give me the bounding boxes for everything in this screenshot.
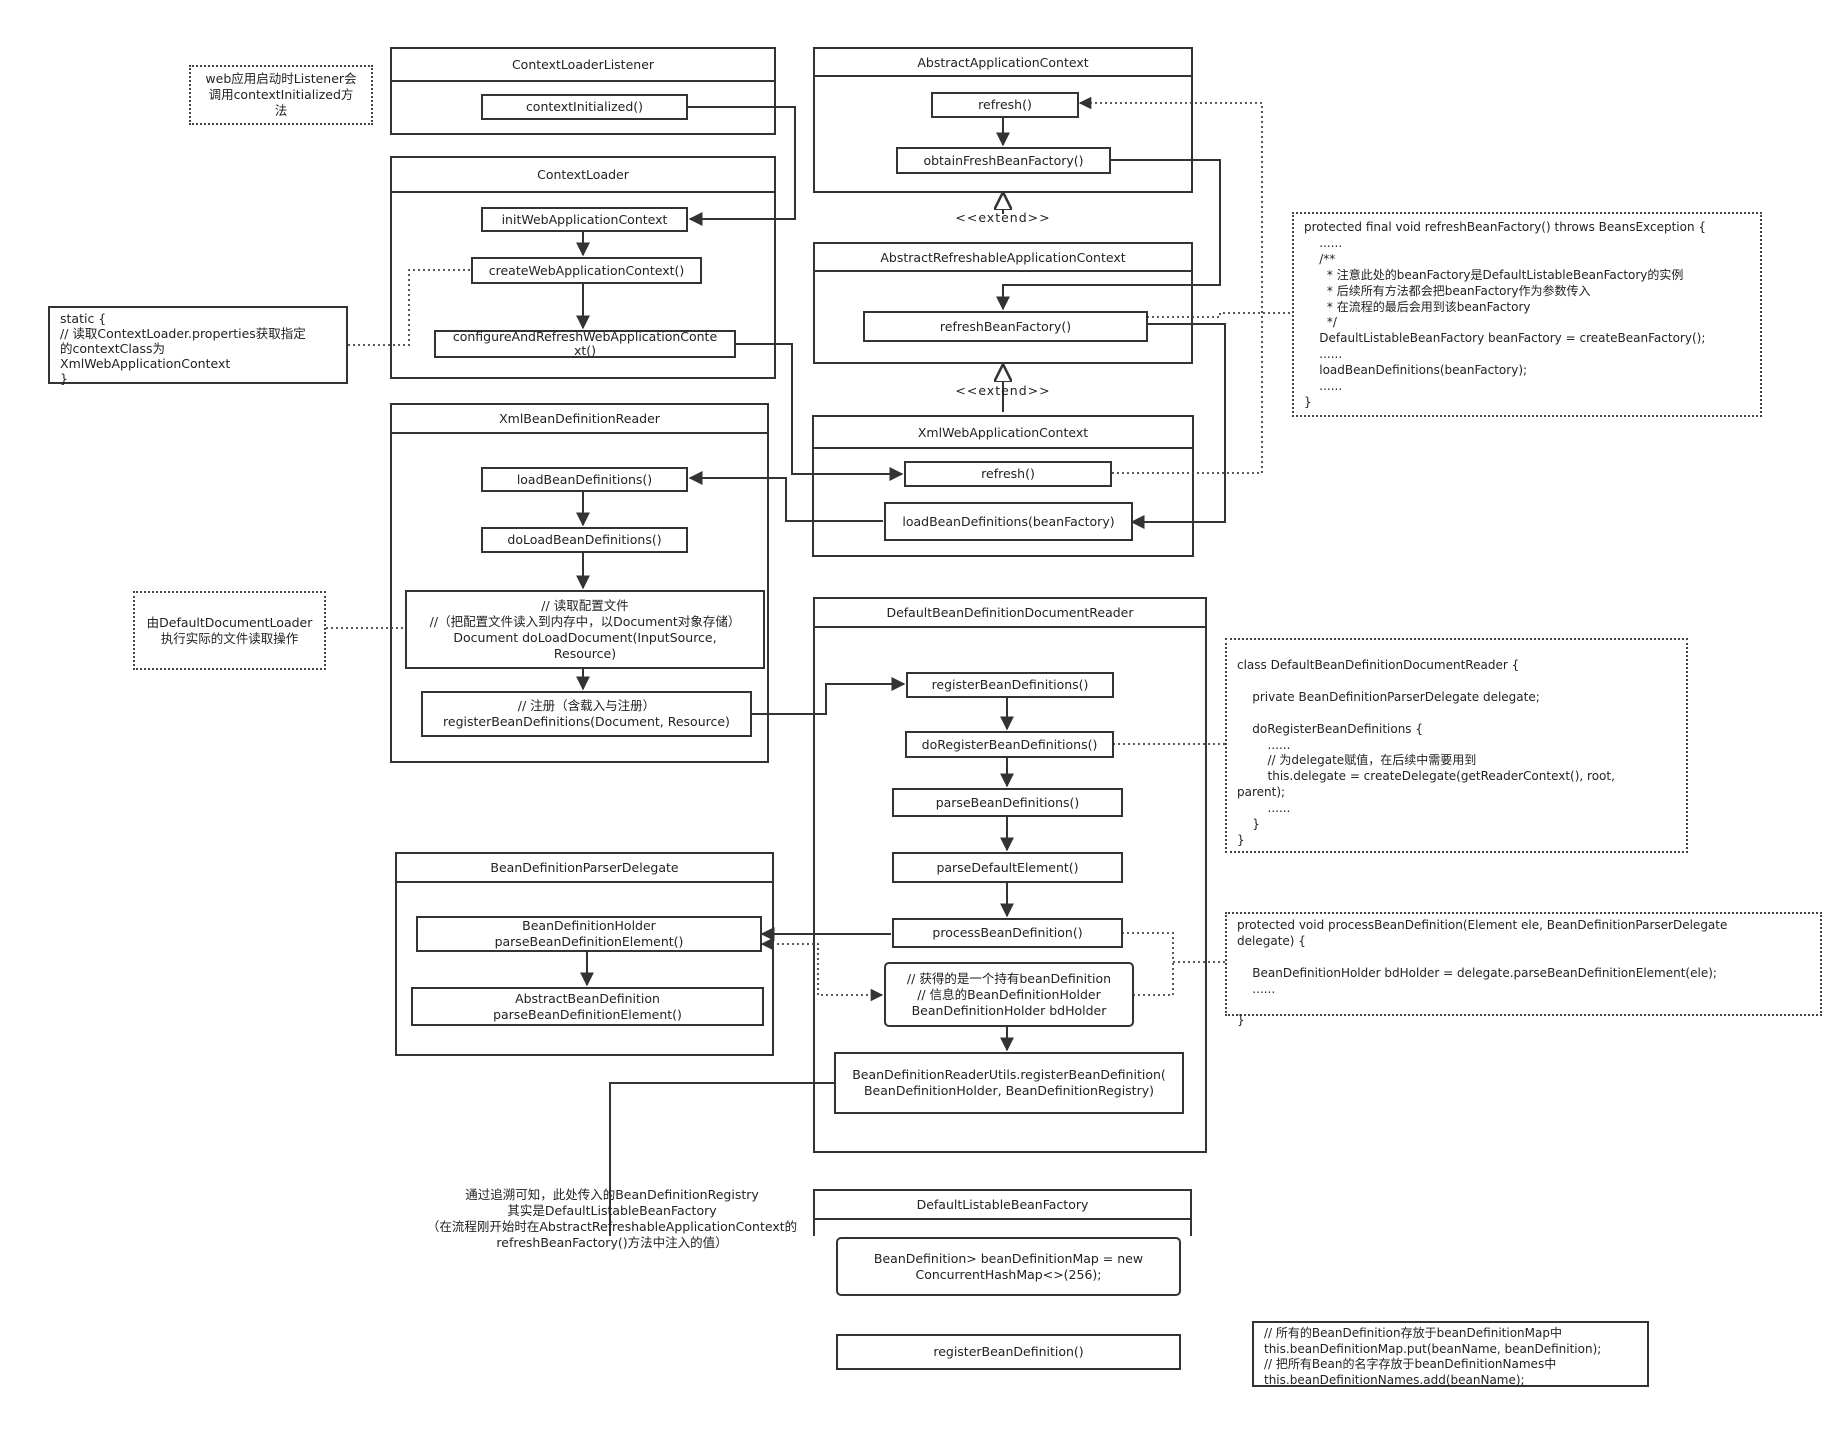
arrow-configure-to-xwac-refresh <box>735 343 904 481</box>
method-parse-bean-definition-element-abstract[interactable]: AbstractBeanDefinition parseBeanDefiniti… <box>411 987 764 1026</box>
call-arrows <box>576 106 1226 1236</box>
method-parse-default-element[interactable]: parseDefaultElement() <box>892 852 1123 883</box>
note-refresh-bean-factory-code: protected final void refreshBeanFactory(… <box>1292 212 1762 417</box>
class-title-bean-definition-parser-delegate: BeanDefinitionParserDelegate <box>490 860 679 875</box>
method-register-bean-definitions-document[interactable]: // 注册（含载入与注册） registerBeanDefinitions(Do… <box>421 691 752 737</box>
arrow-register-doc-to-register-defs <box>751 677 906 715</box>
arrow-refresh-bean-factory-to-load <box>1130 323 1226 529</box>
class-containers <box>390 47 1207 1236</box>
method-do-register-bean-definitions[interactable]: doRegisterBeanDefinitions() <box>905 731 1114 758</box>
arrow-utils-to-register-bean-definition <box>609 1082 834 1236</box>
method-configure-and-refresh[interactable]: configureAndRefreshWebApplicationConte x… <box>434 330 736 358</box>
dotted-process-to-code <box>1122 932 1225 963</box>
class-title-abstract-application-context: AbstractApplicationContext <box>917 54 1089 70</box>
method-bd-holder[interactable]: // 获得的是一个持有beanDefinition // 信息的BeanDefi… <box>884 962 1134 1027</box>
dotted-refresh-bean-factory-to-code <box>1147 312 1292 318</box>
method-load-bean-definitions[interactable]: loadBeanDefinitions() <box>481 467 688 492</box>
method-refresh-bean-factory[interactable]: refreshBeanFactory() <box>863 311 1148 342</box>
note-document-loader: 由DefaultDocumentLoader 执行实际的文件读取操作 <box>133 591 326 670</box>
method-do-load-bean-definitions[interactable]: doLoadBeanDefinitions() <box>481 527 688 553</box>
class-title-context-loader: ContextLoader <box>537 167 629 182</box>
note-static-block: static { // 读取ContextLoader.properties获取… <box>48 306 348 386</box>
class-title-context-loader-listener: ContextLoaderListener <box>511 57 655 72</box>
method-reader-utils-register[interactable]: BeanDefinitionReaderUtils.registerBeanDe… <box>834 1052 1184 1114</box>
dotted-static-to-create <box>348 269 471 346</box>
class-title-xml-web-application-context: XmlWebApplicationContext <box>917 424 1089 440</box>
field-bean-definition-map[interactable]: BeanDefinition> beanDefinitionMap = new … <box>836 1237 1181 1296</box>
method-parse-bean-definitions[interactable]: parseBeanDefinitions() <box>892 788 1123 817</box>
method-register-bean-definition[interactable]: registerBeanDefinition() <box>836 1334 1181 1370</box>
note-process-bean-definition-code: protected void processBeanDefinition(Ele… <box>1225 912 1822 1027</box>
method-create-web-application-context[interactable]: createWebApplicationContext() <box>471 257 702 284</box>
extend-label-aac: <<extend>> <box>955 210 1051 225</box>
note-registry-explanation: 通过追溯可知，此处传入的BeanDefinitionRegistry 其实是De… <box>426 1187 798 1250</box>
class-title-xml-bean-definition-reader: XmlBeanDefinitionReader <box>499 411 660 426</box>
method-init-web-application-context[interactable]: initWebApplicationContext <box>481 207 688 232</box>
note-document-reader-code: class DefaultBeanDefinitionDocumentReade… <box>1225 638 1688 853</box>
method-context-initialized[interactable]: contextInitialized() <box>481 94 688 120</box>
note-bean-definition-map: // 所有的BeanDefinition存放于beanDefinitionMap… <box>1252 1321 1649 1387</box>
class-title-default-bean-definition-document-reader: DefaultBeanDefinitionDocumentReader <box>886 605 1134 620</box>
flow-diagram <box>326 47 1292 1236</box>
dotted-xwac-refresh-to-aac-refresh <box>1078 96 1263 474</box>
method-aac-refresh[interactable]: refresh() <box>931 92 1079 118</box>
arrow-context-initialized-to-init <box>687 106 796 226</box>
dotted-links <box>326 96 1292 1002</box>
method-load-bean-definitions-bean-factory[interactable]: loadBeanDefinitions(beanFactory) <box>884 502 1133 541</box>
extend-label-arac: <<extend>> <box>955 383 1051 398</box>
method-do-load-document[interactable]: // 读取配置文件 //（把配置文件读入到内存中，以Document对象存储） … <box>405 590 765 669</box>
class-title-abstract-refreshable-application-context: AbstractRefreshableApplicationContext <box>880 249 1126 265</box>
arrow-obtain-to-refresh-bean-factory <box>996 159 1221 311</box>
arrow-load-factory-to-load-definitions <box>688 471 883 522</box>
method-obtain-fresh-bean-factory[interactable]: obtainFreshBeanFactory() <box>896 147 1111 174</box>
dotted-bdholder-to-process <box>1133 962 1174 996</box>
dotted-holder-to-bdholder <box>760 937 884 1002</box>
method-process-bean-definition[interactable]: processBeanDefinition() <box>892 918 1123 948</box>
method-register-bean-definitions[interactable]: registerBeanDefinitions() <box>906 672 1114 698</box>
note-listener: web应用启动时Listener会 调用contextInitialized方 … <box>189 65 373 125</box>
method-xwac-refresh[interactable]: refresh() <box>904 461 1112 487</box>
class-title-default-listable-bean-factory: DefaultListableBeanFactory <box>916 1197 1089 1212</box>
method-parse-bean-definition-element-holder[interactable]: BeanDefinitionHolder parseBeanDefinition… <box>416 916 762 952</box>
